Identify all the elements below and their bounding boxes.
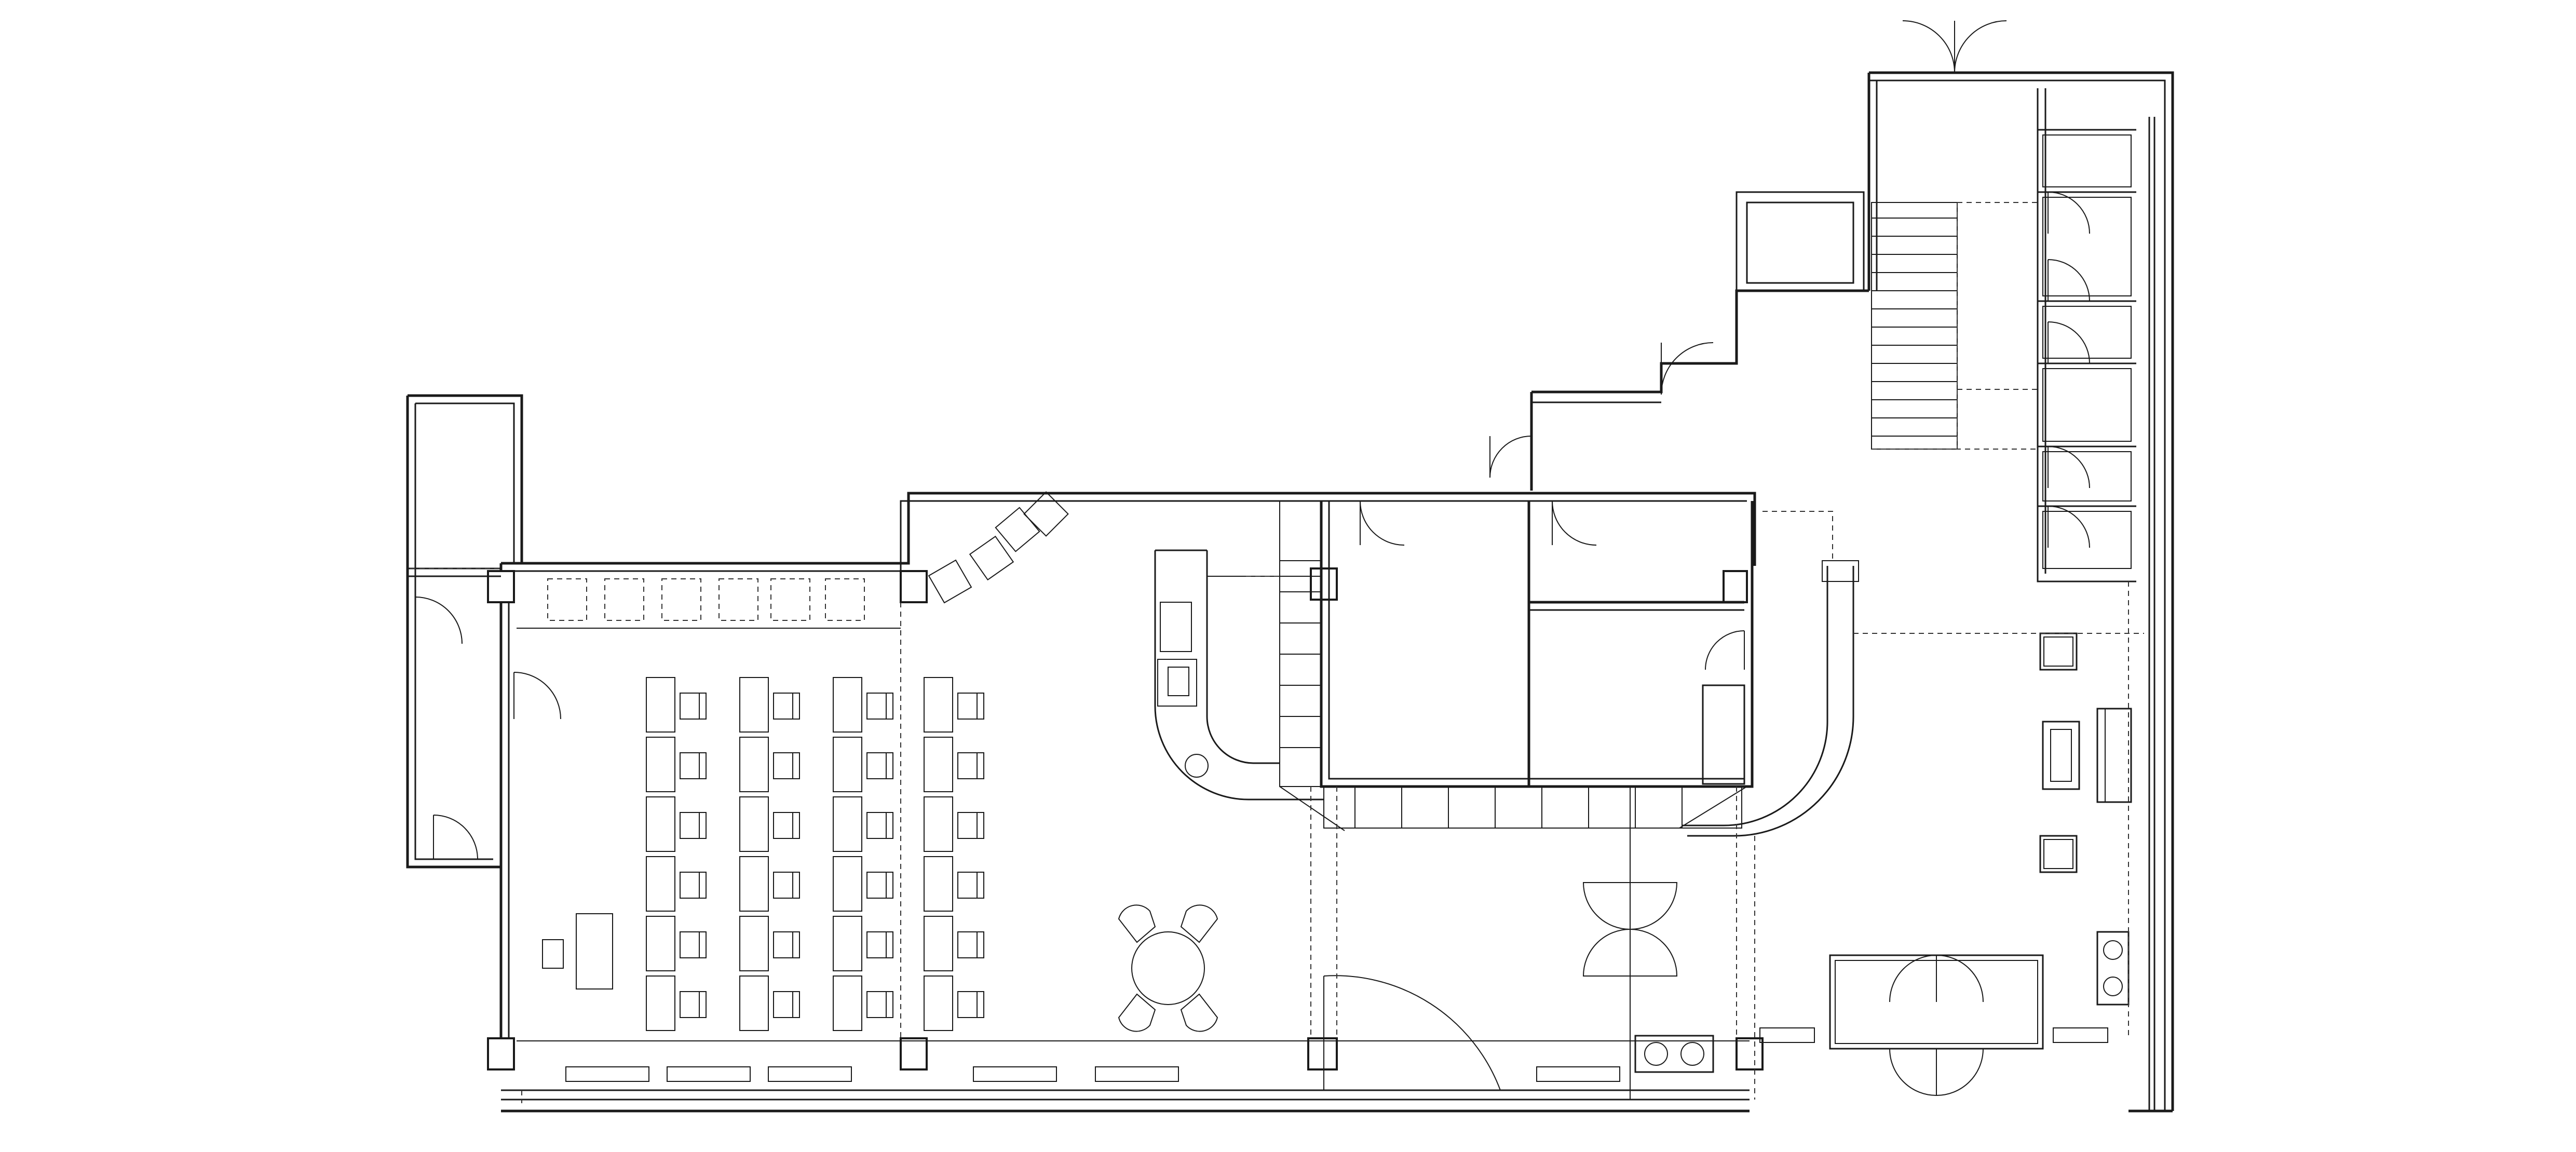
teacher-desk bbox=[542, 913, 613, 990]
chair bbox=[866, 693, 893, 720]
chair bbox=[866, 812, 893, 839]
chair bbox=[957, 693, 984, 720]
desk bbox=[924, 856, 953, 912]
chair bbox=[866, 931, 893, 958]
window-boxes bbox=[547, 578, 865, 621]
sink-unit bbox=[1634, 1035, 1714, 1073]
chair bbox=[957, 812, 984, 839]
chair bbox=[957, 991, 984, 1018]
desk bbox=[833, 737, 862, 792]
round-table-set bbox=[1118, 904, 1218, 1032]
reception-counter bbox=[1154, 500, 1747, 831]
angled-chairs bbox=[928, 491, 1069, 604]
desk bbox=[646, 916, 675, 971]
chair bbox=[866, 752, 893, 779]
desk bbox=[646, 856, 675, 912]
desk bbox=[833, 796, 862, 852]
chair bbox=[773, 931, 800, 958]
desk bbox=[646, 677, 675, 733]
chair bbox=[957, 872, 984, 899]
chair bbox=[680, 812, 707, 839]
desk bbox=[833, 856, 862, 912]
desk bbox=[924, 796, 953, 852]
chair bbox=[773, 752, 800, 779]
exterior-walls bbox=[406, 71, 2174, 1113]
desk bbox=[924, 677, 953, 733]
desk bbox=[739, 975, 769, 1031]
chair bbox=[680, 872, 707, 899]
chair bbox=[680, 693, 707, 720]
chair bbox=[773, 991, 800, 1018]
chair bbox=[957, 752, 984, 779]
desk bbox=[924, 737, 953, 792]
right-lounge bbox=[1853, 581, 2144, 1038]
desk bbox=[646, 796, 675, 852]
chair bbox=[680, 991, 707, 1018]
desk bbox=[739, 737, 769, 792]
desk bbox=[646, 975, 675, 1031]
desk bbox=[739, 856, 769, 912]
chair bbox=[866, 991, 893, 1018]
curved-bar bbox=[1682, 511, 1859, 1100]
desk bbox=[739, 916, 769, 971]
toilet-cubicles bbox=[2038, 129, 2136, 569]
desk bbox=[739, 677, 769, 733]
classroom-seating bbox=[646, 677, 984, 1031]
chair bbox=[680, 752, 707, 779]
structural-columns bbox=[487, 567, 1764, 1070]
doors bbox=[415, 20, 2090, 1100]
window-sills bbox=[565, 1027, 2108, 1082]
chair bbox=[773, 693, 800, 720]
chair bbox=[680, 931, 707, 958]
chair bbox=[957, 931, 984, 958]
desk bbox=[833, 677, 862, 733]
staircase bbox=[1871, 202, 2038, 450]
chair bbox=[866, 872, 893, 899]
desk bbox=[924, 975, 953, 1031]
desk bbox=[833, 916, 862, 971]
dashed-lines bbox=[410, 568, 1737, 1103]
chair bbox=[773, 812, 800, 839]
chair bbox=[773, 872, 800, 899]
desk bbox=[646, 737, 675, 792]
desk bbox=[739, 796, 769, 852]
desk bbox=[924, 916, 953, 971]
desk bbox=[833, 975, 862, 1031]
